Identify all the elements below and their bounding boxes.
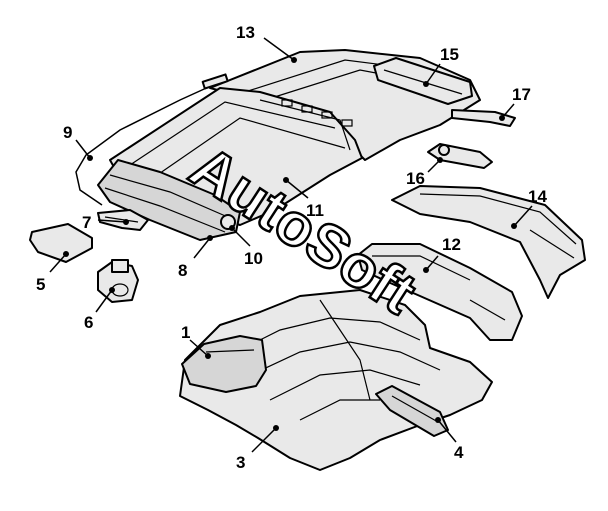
- callout-5: 5: [36, 275, 45, 294]
- callout-6: 6: [84, 313, 93, 332]
- callout-11: 11: [306, 201, 324, 220]
- callout-labels: 1 3 4 5 6 7 8 9 10 11 12 13 14 15 16 17: [36, 23, 547, 472]
- rear-deck-panel: [391, 185, 586, 299]
- rear-seat-panel: [357, 243, 523, 341]
- callout-10: 10: [244, 249, 263, 268]
- callout-13: 13: [236, 23, 255, 42]
- callout-16: 16: [406, 169, 425, 188]
- callout-3: 3: [236, 453, 245, 472]
- bracket-part: [97, 209, 149, 231]
- callout-7: 7: [82, 213, 91, 232]
- callout-15: 15: [440, 45, 459, 64]
- sun-visor: [29, 223, 93, 263]
- cross-member: [375, 385, 449, 437]
- callout-1: 1: [181, 323, 190, 342]
- callout-8: 8: [178, 261, 187, 280]
- trim-piece-17: [451, 109, 516, 127]
- mirror-mount: [97, 259, 139, 303]
- drain-hose: [75, 73, 229, 206]
- callout-12: 12: [442, 235, 461, 254]
- callout-9: 9: [63, 123, 72, 142]
- trim-piece-16: [427, 143, 493, 169]
- leader-lines: [49, 37, 533, 453]
- floor-insert-panel: [181, 335, 267, 393]
- callout-14: 14: [528, 187, 547, 206]
- callout-17: 17: [512, 85, 531, 104]
- roof-rear-insert: [373, 57, 473, 105]
- callout-4: 4: [454, 443, 464, 462]
